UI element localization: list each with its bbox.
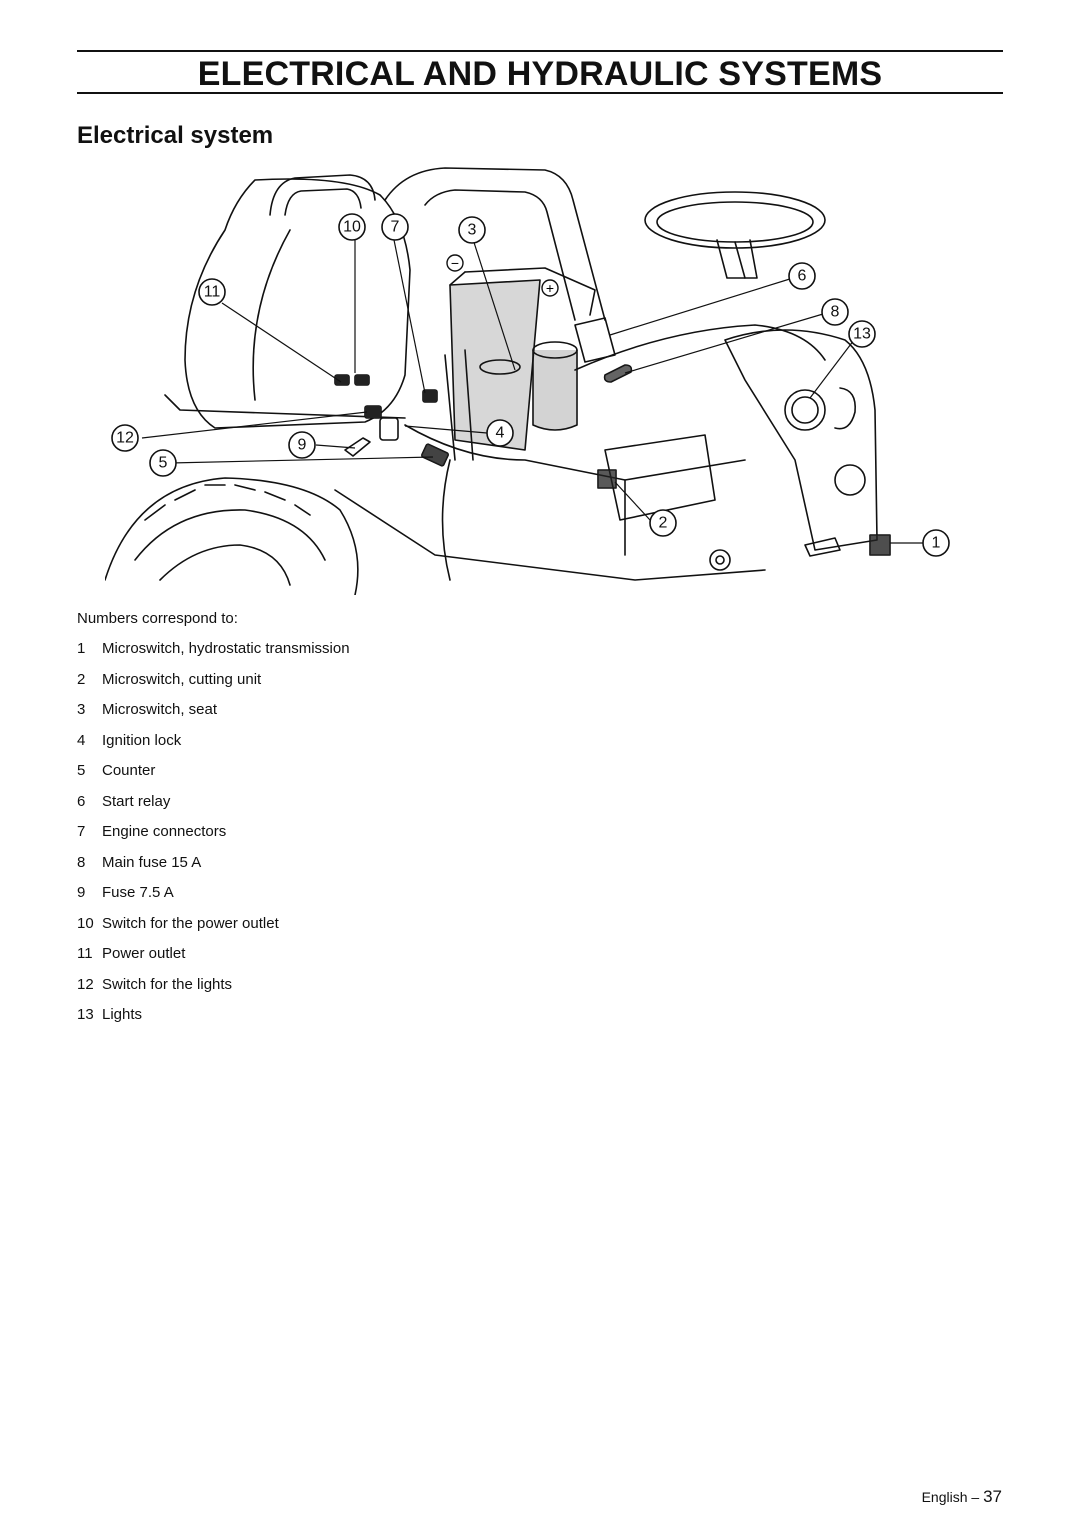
legend-item-number: 2 (77, 670, 86, 688)
page-footer: English – 37 (922, 1487, 1002, 1507)
legend-item: 9 Fuse 7.5 A (77, 884, 350, 915)
legend-item: 12 Switch for the lights (77, 976, 350, 1007)
svg-text:12: 12 (116, 430, 134, 447)
legend-item-number: 8 (77, 853, 86, 871)
legend-item-text: Fuse 7.5 A (102, 884, 174, 901)
legend-item-text: Switch for the power outlet (102, 914, 279, 932)
legend-item-text: Start relay (102, 792, 171, 810)
callout-13: 13 (848, 320, 876, 348)
legend-item-number: 11 (77, 945, 93, 962)
callout-1: 1 (922, 529, 950, 557)
battery-terminals: − + (446, 254, 559, 297)
callout-3: 3 (458, 216, 486, 244)
legend-intro: Numbers correspond to: (77, 610, 238, 627)
battery-minus-icon (446, 254, 464, 272)
legend-item-text: Main fuse 15 A (102, 853, 202, 871)
legend-item: 7 Engine connectors (77, 823, 350, 854)
svg-text:1: 1 (932, 535, 941, 552)
svg-text:2: 2 (659, 515, 668, 532)
legend-item-text: Microswitch, seat (102, 701, 218, 718)
callout-9: 9 (288, 431, 316, 459)
callout-12: 12 (111, 424, 139, 452)
legend-item: 1 Microswitch, hydrostatic transmission (77, 640, 350, 671)
legend-item-number: 6 (77, 792, 86, 810)
legend: Numbers correspond to: 1 Microswitch, hyd… (77, 610, 350, 1037)
tractor-illustration: − + 1 2 3 4 5 6 7 8 9 10 11 12 13 (104, 167, 950, 596)
legend-item-text: Power outlet (102, 945, 186, 962)
svg-text:9: 9 (298, 437, 307, 454)
legend-item-number: 7 (77, 823, 86, 840)
callout-7: 7 (381, 213, 409, 241)
legend-item-number: 13 (77, 1006, 94, 1023)
leader-lines (141, 229, 923, 544)
callout-2: 2 (649, 509, 677, 537)
legend-item-text: Lights (102, 1006, 143, 1023)
battery-plus-icon (541, 279, 559, 297)
svg-text:11: 11 (204, 284, 221, 301)
legend-item: 10 Switch for the power outlet (77, 915, 350, 946)
battery-plus-symbol: + (546, 280, 554, 296)
callout-8: 8 (821, 298, 849, 326)
svg-text:5: 5 (159, 455, 168, 472)
legend-item-text: Microswitch, cutting unit (102, 670, 262, 688)
battery-minus-symbol: − (451, 255, 459, 271)
legend-item-text: Switch for the lights (102, 975, 233, 993)
svg-text:8: 8 (831, 304, 840, 321)
legend-item: 3 Microswitch, seat (77, 701, 350, 732)
electrical-system-figure: − + 1 2 3 4 5 6 7 8 9 10 11 12 13 (104, 160, 985, 596)
legend-item-text: Engine connectors (102, 823, 227, 840)
footer-language: English (921, 1489, 968, 1505)
legend-item: 4 Ignition lock (77, 732, 350, 763)
legend-item: 8 Main fuse 15 A (77, 854, 350, 885)
legend-item-text: Counter (102, 762, 156, 779)
callout-10: 10 (338, 213, 366, 241)
svg-text:6: 6 (798, 268, 807, 285)
filled-components (335, 280, 890, 555)
svg-text:3: 3 (468, 222, 477, 239)
tractor-line-art (104, 167, 891, 596)
svg-text:7: 7 (391, 219, 400, 236)
header-rule-top (77, 50, 1003, 52)
legend-list: 1 Microswitch, hydrostatic transmission 2… (77, 640, 350, 1037)
legend-item-text: Ignition lock (102, 731, 182, 749)
callout-4: 4 (486, 419, 514, 447)
svg-text:10: 10 (343, 219, 361, 236)
callout-6: 6 (788, 262, 816, 290)
legend-item-number: 12 (77, 975, 94, 993)
page-number: 37 (983, 1487, 1002, 1506)
legend-item: 5 Counter (77, 762, 350, 793)
chapter-title: ELECTRICAL AND HYDRAULIC SYSTEMS (197, 55, 883, 93)
legend-item-number: 3 (77, 701, 86, 718)
legend-item-text: Microswitch, hydrostatic transmission (102, 640, 350, 657)
legend-item: 6 Start relay (77, 793, 350, 824)
callout-5: 5 (149, 449, 177, 477)
section-title: Electrical system (77, 122, 274, 149)
footer-dash: – (971, 1489, 980, 1505)
svg-text:13: 13 (853, 326, 871, 343)
header-rule-bottom (77, 92, 1003, 94)
legend-item: 13 Lights (77, 1006, 350, 1037)
callout-11: 11 (198, 278, 226, 306)
legend-item: 2 Microswitch, cutting unit (77, 671, 350, 702)
legend-item-number: 4 (77, 731, 86, 749)
legend-item: 11 Power outlet (77, 945, 350, 976)
legend-item-number: 10 (77, 914, 94, 932)
legend-item-number: 1 (77, 640, 86, 657)
legend-item-number: 9 (77, 884, 86, 901)
legend-item-number: 5 (77, 762, 86, 779)
svg-text:4: 4 (496, 425, 505, 442)
